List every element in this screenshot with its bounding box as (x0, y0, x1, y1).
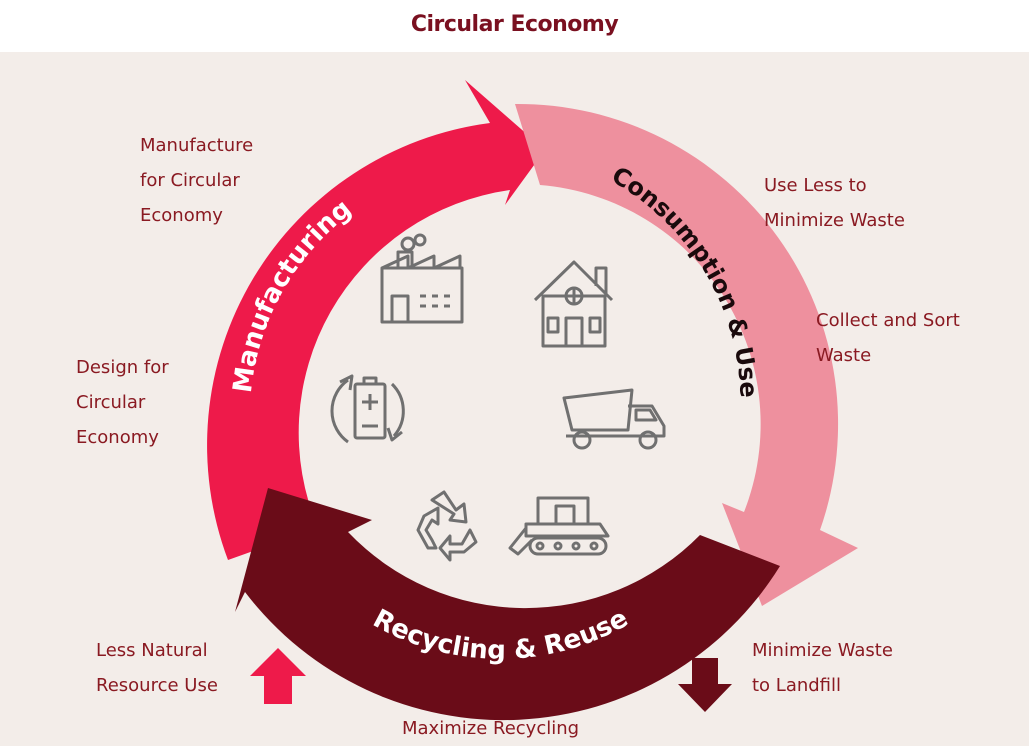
consumption-arc (515, 103, 858, 606)
note-minimize-landfill: Minimize Waste to Landfill (752, 640, 893, 696)
manufacturing-arc (207, 80, 545, 560)
note-use-less: Use Less to Minimize Waste (764, 175, 905, 231)
bulldozer-icon (508, 496, 610, 556)
recycling-arc (235, 488, 780, 721)
factory-icon (380, 233, 464, 324)
title-bar (0, 0, 1029, 52)
battery-cycle-icon (330, 374, 405, 444)
down-arrow-icon (678, 658, 732, 712)
note-manufacture: Manufacture for Circular Economy (140, 135, 254, 226)
up-arrow-icon (250, 648, 306, 704)
house-icon (533, 260, 614, 348)
note-collect: Collect and Sort Waste (816, 310, 960, 366)
dump-truck-icon (562, 388, 666, 450)
note-maximize-recycling: Maximize Recycling (402, 718, 580, 739)
recycle-icon (416, 490, 478, 562)
diagram-title: Circular Economy (410, 12, 619, 37)
note-design: Design for Circular Economy (76, 357, 169, 448)
note-less-resource: Less Natural Resource Use (96, 640, 218, 696)
